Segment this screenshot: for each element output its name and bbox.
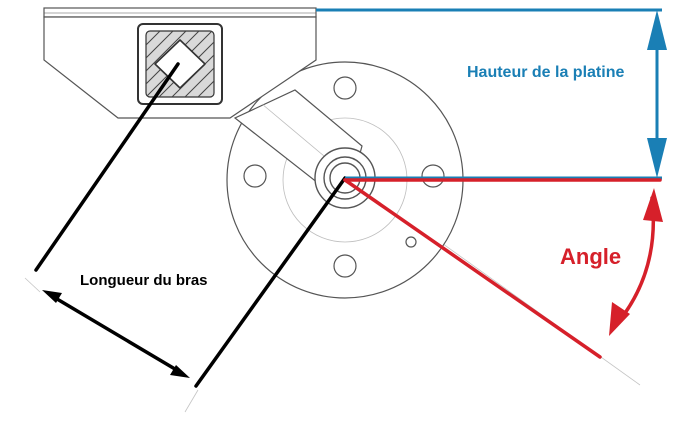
arrow-up-icon: [647, 10, 667, 50]
hub-bolt-right: [421, 164, 445, 188]
arm-length-dimension: [34, 62, 347, 388]
height-dimension-arrowheads: [647, 10, 667, 178]
arm-length-label: Longueur du bras: [80, 272, 208, 289]
torsion-block: [137, 23, 223, 105]
angle-inclined-leg: [343, 178, 602, 359]
hub-small-hole: [405, 236, 417, 248]
platform-height-label: Hauteur de la platine: [467, 64, 625, 81]
arm-dimension-line: [50, 294, 182, 374]
hub-bolt-top: [333, 76, 357, 100]
arm-extension-line-bottom: [194, 176, 347, 388]
arrow-head-icon: [42, 290, 62, 303]
torsion-square-shaft: [154, 39, 206, 89]
arrow-up-icon: [643, 188, 663, 222]
hub-bolt-left: [243, 164, 267, 188]
angle-arrowheads: [609, 188, 663, 336]
arrow-down-icon: [647, 138, 667, 178]
arrow-head-icon: [170, 365, 190, 378]
arm-dimension-arrowheads: [42, 290, 190, 378]
arm-extension-line-top: [34, 62, 180, 272]
hub-bolt-bottom: [333, 254, 357, 278]
angle-label: Angle: [560, 244, 622, 269]
arrow-down-icon: [609, 302, 630, 336]
